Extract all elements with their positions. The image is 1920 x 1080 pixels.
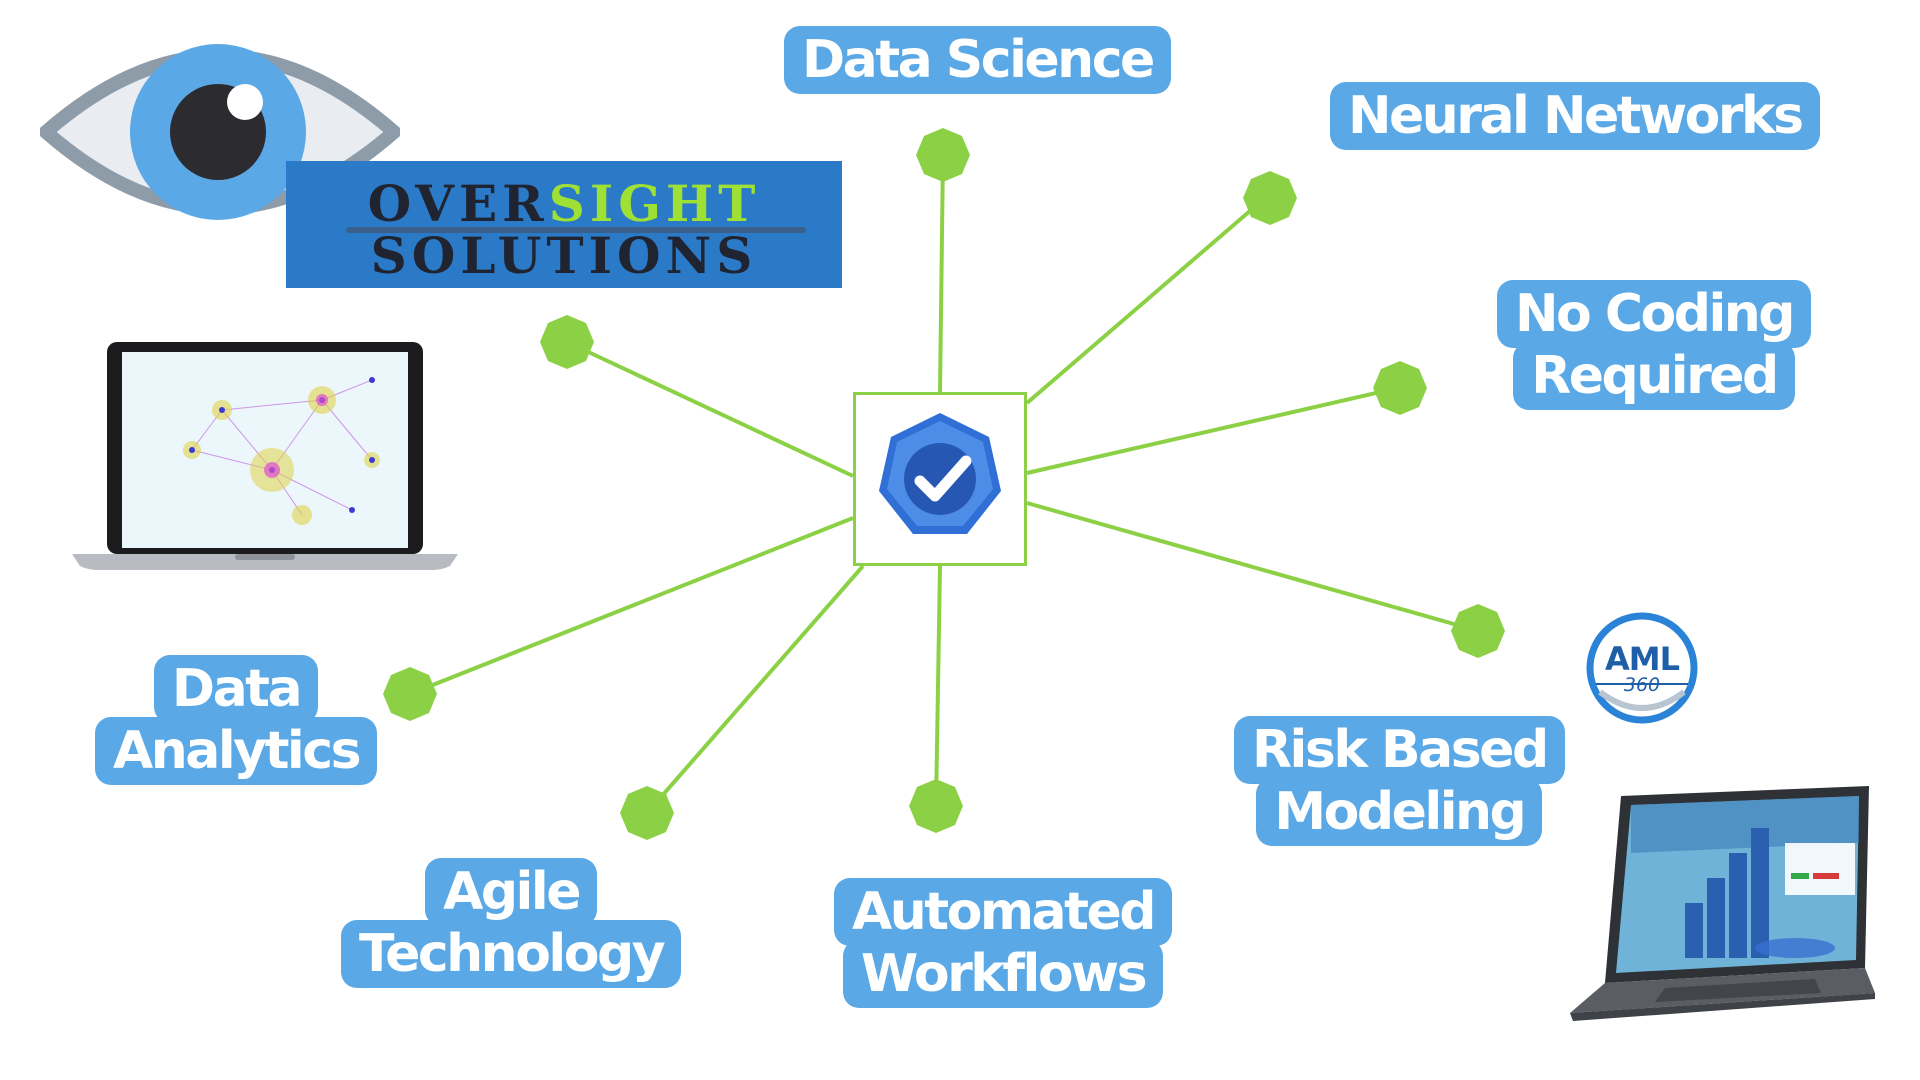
connector-risk-modeling xyxy=(1026,501,1476,632)
label-automated-workflows-line-1: Automated xyxy=(834,878,1172,946)
brand-solutions: SOLUTIONS xyxy=(370,226,758,285)
aml-logo-text: AML xyxy=(1605,640,1680,678)
label-no-coding-line-1: No Coding xyxy=(1497,280,1812,348)
label-risk-modeling-line-1: Risk Based xyxy=(1234,716,1565,784)
label-risk-based-modeling: Risk Based Modeling xyxy=(1234,716,1565,846)
oversight-solutions-logo: OVERSIGHT SOLUTIONS xyxy=(286,161,842,288)
connector-brand xyxy=(566,340,854,478)
label-agile-technology-line-1: Agile xyxy=(425,858,597,926)
label-agile-technology-line-2: Technology xyxy=(341,920,682,988)
connector-neural-networks xyxy=(1025,196,1267,405)
connector-no-coding xyxy=(1026,386,1399,475)
connector-automated-workflows xyxy=(934,565,942,807)
label-no-coding-required: No Coding Required xyxy=(1497,280,1812,410)
node-no-coding xyxy=(1373,361,1427,415)
label-data-science-line-1: Data Science xyxy=(784,26,1171,94)
aml-logo-number: 360 xyxy=(1623,674,1661,696)
checkmark-badge-icon xyxy=(879,413,1001,534)
brand-over: OVER xyxy=(367,174,549,233)
central-hub xyxy=(853,392,1027,566)
node-neural-networks xyxy=(1243,171,1297,225)
label-automated-workflows: Automated Workflows xyxy=(834,878,1172,1008)
label-data-analytics-line-1: Data xyxy=(153,655,319,723)
label-no-coding-line-2: Required xyxy=(1513,342,1795,410)
aml-360-logo: AML 360 xyxy=(1586,612,1698,724)
connector-data-analytics xyxy=(409,516,854,696)
aml-ring-icon xyxy=(1586,612,1698,724)
node-automated-workflows xyxy=(909,779,963,833)
laptop-dashboard-icon xyxy=(1570,786,1875,1021)
connector-agile-technology xyxy=(645,564,865,815)
label-risk-modeling-line-2: Modeling xyxy=(1256,778,1543,846)
label-data-analytics: Data Analytics xyxy=(95,655,378,785)
laptop-network-graph-icon xyxy=(72,342,458,570)
node-data-science xyxy=(916,128,970,182)
brand-streak xyxy=(346,227,806,233)
label-data-analytics-line-2: Analytics xyxy=(95,717,378,785)
node-agile-technology xyxy=(620,786,674,840)
node-risk-modeling xyxy=(1451,604,1505,658)
label-data-science: Data Science xyxy=(784,26,1171,94)
brand-line-1: OVERSIGHT xyxy=(286,179,842,229)
label-automated-workflows-line-2: Workflows xyxy=(842,940,1164,1008)
label-neural-networks: Neural Networks xyxy=(1330,82,1820,150)
label-neural-networks-line-1: Neural Networks xyxy=(1330,82,1820,150)
node-data-analytics xyxy=(383,667,437,721)
connector-data-science xyxy=(938,154,945,393)
node-brand xyxy=(540,315,594,369)
label-agile-technology: Agile Technology xyxy=(341,858,682,988)
brand-sight: SIGHT xyxy=(548,174,761,233)
